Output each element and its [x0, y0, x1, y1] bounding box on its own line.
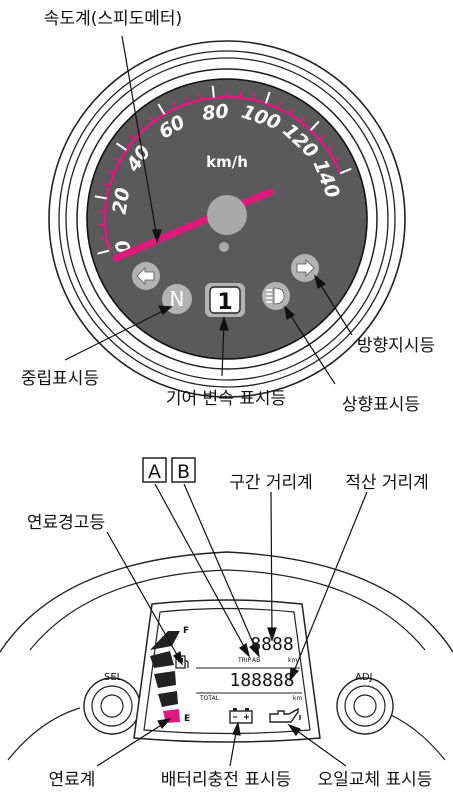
fuel-warning-label: 연료경고등 [27, 513, 105, 533]
scale-tick [157, 103, 166, 115]
scale-ticks [94, 85, 352, 255]
total-tag: TOTAL [199, 695, 220, 702]
fuel-gauge-label: 연료계 [49, 770, 96, 790]
lcd-leaders [96, 483, 368, 767]
ab-boxes: A B [142, 457, 196, 483]
speed-needle [112, 188, 274, 262]
housing-inner [29, 569, 426, 651]
scale-tick [172, 101, 177, 109]
lcd-panel: SEL ADJ F E 8888 TRIP [0, 457, 453, 790]
trip-ab-tag: AB [252, 657, 260, 664]
display-inner [143, 607, 311, 735]
scale-tick [128, 134, 135, 141]
scale-tick [264, 91, 271, 104]
scale-tick [198, 92, 202, 100]
trip-meter-label: 구간 거리계 [229, 473, 313, 493]
gear-value: 1 [217, 290, 232, 315]
gear-indicator: 1 [205, 283, 245, 317]
scale-tick [339, 167, 352, 175]
trip-tag: TRIP [237, 657, 252, 664]
scale-tick [185, 96, 190, 104]
scale-arc [103, 95, 342, 251]
scale-tick [107, 169, 115, 174]
scale-tick [334, 157, 342, 163]
odo-digits: 188888 [229, 670, 294, 691]
adj-knob[interactable]: ADJ [336, 672, 394, 735]
trip-km: km [288, 657, 297, 664]
scale-tick [99, 236, 107, 240]
scale-number: 20 [108, 186, 134, 216]
scale-tick [211, 85, 215, 98]
scale-tick [239, 90, 242, 98]
svg-text:N: N [170, 287, 185, 311]
oil-can-icon [269, 707, 301, 723]
battery-icon [229, 708, 253, 724]
high-beam-label: 상향표시등 [342, 395, 420, 415]
turn-signal-label: 방향지시등 [357, 336, 435, 356]
unit-label: km/h [206, 153, 248, 171]
hub-dot [219, 242, 229, 252]
scale-tick [277, 101, 282, 109]
box-b-label: B [177, 461, 190, 483]
odo-km: km [293, 695, 302, 702]
housing-top [0, 551, 453, 653]
odometer-label: 적산 거리계 [345, 473, 429, 493]
neutral-indicator-label: 중립표시등 [21, 369, 99, 389]
scale-tick [94, 195, 107, 200]
box-a-label: A [148, 461, 161, 483]
scale-number: 80 [201, 100, 230, 125]
scale-tick [97, 249, 110, 255]
scale-tick [327, 145, 334, 151]
trip-digits: 8888 [250, 634, 293, 655]
scale-tick [300, 115, 306, 123]
scale-tick [138, 124, 145, 131]
scale-tick [113, 157, 120, 162]
housing-left [7, 707, 81, 761]
oil-change-label: 오일교체 표시등 [318, 770, 433, 790]
high-beam-icon [262, 282, 290, 310]
needle-hub [207, 195, 247, 235]
scale-tick [309, 120, 320, 131]
gear-indicator-label: 기어 변속 표시등 [166, 389, 286, 409]
battery-label: 배터리충전 표시등 [161, 770, 292, 790]
turn-signal-right-icon [291, 254, 319, 282]
sel-knob[interactable]: SEL [83, 672, 141, 735]
speedometer-label: 속도계(스피도메터) [44, 9, 182, 29]
scale-tick [319, 134, 326, 141]
turn-signal-left-icon [132, 262, 160, 290]
fuel-full-mark: F [183, 626, 189, 636]
adj-knob-label: ADJ [355, 672, 373, 683]
scale-tick [148, 115, 155, 123]
scale-tick [102, 182, 110, 187]
scale-tick [115, 142, 127, 151]
fuel-empty-mark: E [184, 714, 190, 724]
scale-tick [289, 107, 294, 115]
sel-knob-label: SEL [104, 672, 123, 683]
speedometer-leaders [64, 35, 353, 385]
scale-tick [252, 92, 256, 101]
